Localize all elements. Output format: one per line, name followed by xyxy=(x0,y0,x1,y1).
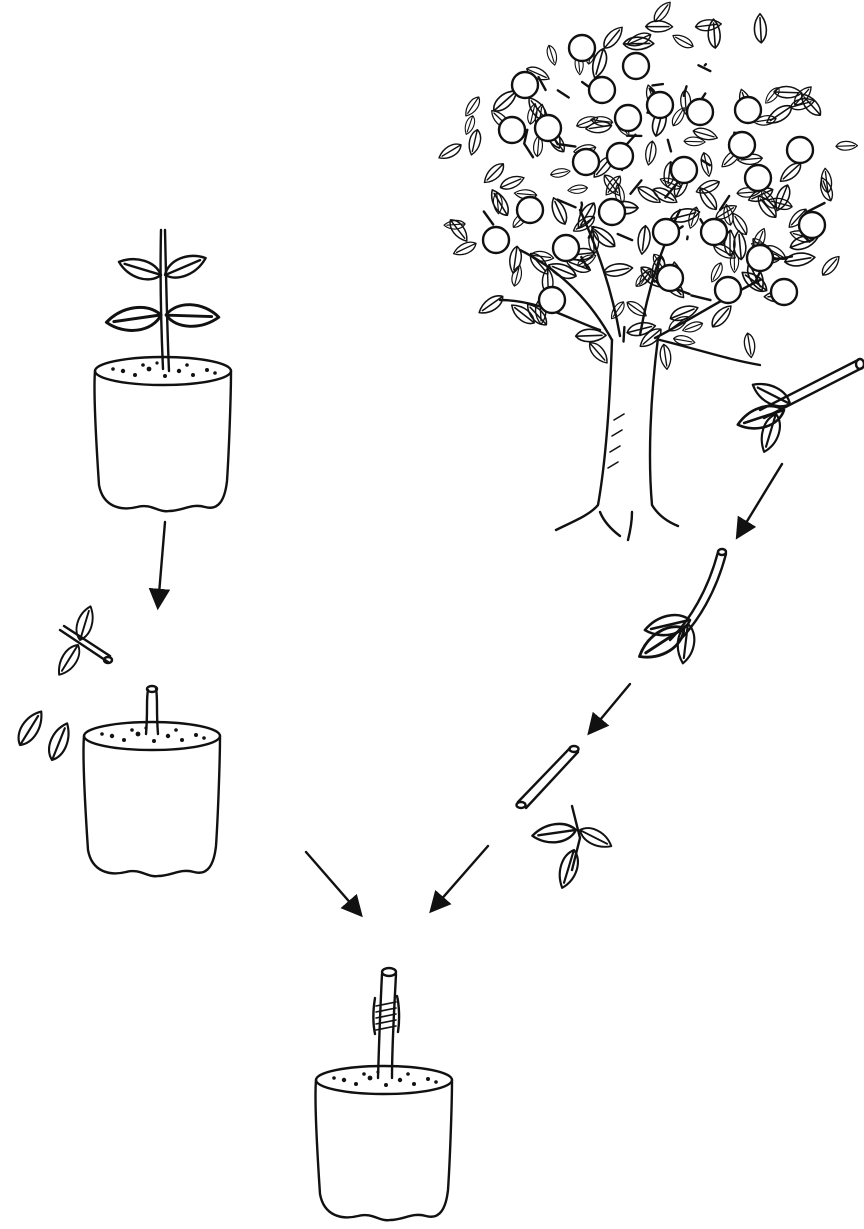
orange-fruit-icon xyxy=(799,212,825,238)
tree-leaf xyxy=(668,302,700,323)
orange-fruit-icon xyxy=(745,165,771,191)
orange-fruit-icon xyxy=(589,77,615,103)
orange-fruit-icon xyxy=(687,99,713,125)
orange-fruit-icon xyxy=(539,287,565,313)
tree-leaf xyxy=(635,183,663,207)
orange-fruit-icon xyxy=(573,149,599,175)
tree-leaf xyxy=(671,31,695,51)
tree-leaf xyxy=(436,141,463,162)
tree-leaf xyxy=(600,24,627,52)
tree-leaf xyxy=(754,14,766,43)
orange-fruit-icon xyxy=(671,157,697,183)
orange-fruit-icon xyxy=(599,199,625,225)
tree-twig xyxy=(624,327,625,341)
arrow-seedling-to-rootstock xyxy=(158,522,165,606)
orange-fruit-icon xyxy=(569,35,595,61)
orange-fruit-icon xyxy=(735,97,761,123)
discarded-top-icon xyxy=(12,604,112,763)
grafted-plant-in-pot-icon xyxy=(315,968,452,1220)
removed-leaves-icon xyxy=(531,806,614,890)
orange-fruit-icon xyxy=(483,227,509,253)
tree-twig xyxy=(668,140,671,152)
tree-leaf xyxy=(576,329,607,342)
arrow-scion-to-graft xyxy=(432,846,488,910)
tree-leaf xyxy=(636,225,653,255)
tree-leaf xyxy=(603,262,633,277)
seedling-in-pot-icon xyxy=(94,230,231,511)
orange-tree-icon xyxy=(436,0,857,540)
orange-fruit-icon xyxy=(615,105,641,131)
arrow-twig-to-stick xyxy=(590,684,630,732)
tree-leaf xyxy=(708,19,720,48)
orange-fruit-icon xyxy=(647,92,673,118)
orange-fruit-icon xyxy=(517,197,543,223)
tree-leaf xyxy=(462,114,477,135)
tree-leaf xyxy=(645,20,672,32)
orange-fruit-icon xyxy=(729,132,755,158)
orange-fruit-icon xyxy=(653,219,679,245)
tree-leaf xyxy=(567,184,587,194)
tree-leaf xyxy=(585,121,612,134)
tree-twig xyxy=(775,257,792,260)
tree-twig xyxy=(653,84,663,85)
tree-leaf xyxy=(784,252,815,268)
tree-leaf xyxy=(498,173,526,192)
tree-leaf xyxy=(659,344,671,370)
orange-fruit-icon xyxy=(787,137,813,163)
tree-leaf xyxy=(545,44,558,66)
tree-twig xyxy=(705,64,706,65)
tree-leaf xyxy=(586,339,611,366)
cut-rootstock-in-pot-icon xyxy=(83,686,220,876)
tree-leaf xyxy=(684,136,706,146)
twig-with-leaves-icon xyxy=(634,549,726,665)
tree-leaf xyxy=(743,332,756,358)
tree-twig xyxy=(561,145,576,147)
twig-from-tree-icon xyxy=(735,359,864,454)
tree-leaf xyxy=(550,167,571,178)
arrow-rootstock-to-graft xyxy=(306,852,360,914)
orange-fruit-icon xyxy=(747,245,773,271)
tree-leaf xyxy=(696,185,720,213)
orange-fruit-icon xyxy=(512,72,538,98)
orange-fruit-icon xyxy=(701,219,727,245)
tree-leaf xyxy=(626,320,657,337)
tree-leaf xyxy=(819,253,843,278)
tree-leaf xyxy=(692,125,719,143)
tree-twig xyxy=(581,207,582,214)
arrow-tree-to-twig xyxy=(738,464,782,536)
tree-leaf xyxy=(452,239,479,258)
orange-fruit-icon xyxy=(553,235,579,261)
orange-fruit-icon xyxy=(657,265,683,291)
orange-fruit-icon xyxy=(623,53,649,79)
tree-leaf xyxy=(836,141,858,150)
orange-fruit-icon xyxy=(715,277,741,303)
tree-leaf xyxy=(764,102,796,128)
orange-fruit-icon xyxy=(499,117,525,143)
tree-leaf xyxy=(694,178,721,197)
tree-leaf xyxy=(510,264,525,287)
tree-twig xyxy=(558,90,569,97)
tree-leaf xyxy=(818,176,835,203)
tree-twig xyxy=(524,144,533,158)
tree-leaf xyxy=(462,95,483,119)
tree-twig xyxy=(684,86,687,96)
tree-leaf xyxy=(476,292,506,317)
orange-fruit-icon xyxy=(607,143,633,169)
tree-twig xyxy=(484,212,493,225)
tree-leaf xyxy=(643,140,658,166)
orange-fruit-icon xyxy=(535,115,561,141)
tree-twig xyxy=(691,295,710,300)
tree-twig xyxy=(618,234,632,240)
orange-fruit-icon xyxy=(771,279,797,305)
scion-stick-icon xyxy=(517,746,579,808)
tree-leaf xyxy=(487,187,512,219)
